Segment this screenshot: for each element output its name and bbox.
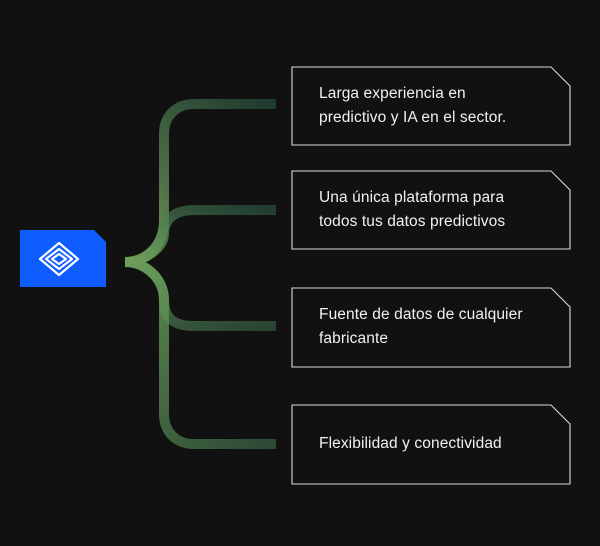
info-card-1-frame	[291, 66, 571, 146]
info-card-1-text: Larga experiencia en predictivo y IA en …	[319, 85, 507, 126]
logo-badge	[20, 230, 106, 287]
info-card-2-text: Una única plataforma para todos tus dato…	[319, 189, 506, 230]
layered-diamond-logo-icon	[38, 241, 80, 277]
info-card-3-text: Fuente de datos de cualquier fabricante	[319, 306, 523, 347]
info-card-4-frame	[291, 404, 571, 485]
connector-line-4	[124, 257, 276, 449]
connector-group	[124, 99, 276, 449]
info-card-2	[291, 170, 571, 250]
info-card-4	[291, 404, 571, 485]
info-card-3-frame	[291, 287, 571, 368]
connector-line-2	[124, 205, 276, 267]
info-card-1	[291, 66, 571, 146]
logo-card	[20, 230, 106, 287]
connector-line-1	[124, 99, 276, 267]
info-card-4-text: Flexibilidad y conectividad	[319, 435, 502, 452]
info-card-2-frame	[291, 170, 571, 250]
info-card-3	[291, 287, 571, 368]
